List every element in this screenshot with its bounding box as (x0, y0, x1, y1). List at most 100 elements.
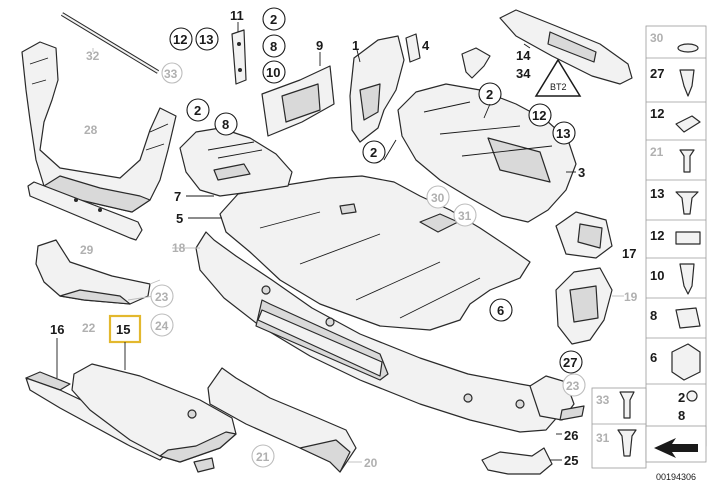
part-center-duct (349, 35, 405, 143)
part-small-bracket-4 (405, 33, 421, 63)
arrow-box (645, 425, 707, 463)
part-top-rail (499, 9, 633, 85)
callout-5: 5 (176, 211, 183, 226)
callout-21: 21 (256, 450, 270, 464)
callout-23-bubble (150, 284, 174, 308)
callout-6-bubble (489, 298, 513, 322)
legend-10: 10 (650, 268, 664, 283)
callout-7: 7 (174, 189, 181, 204)
callout-13b: 13 (556, 126, 570, 141)
callout-4: 4 (422, 38, 430, 53)
nut-icon (686, 390, 698, 402)
part-bracket-9 (261, 65, 335, 137)
part-underbody-shield (219, 175, 531, 331)
callout-14: 14 (516, 48, 531, 63)
callout-2a: 2 (194, 103, 201, 118)
spring-nut-icon (675, 307, 701, 329)
callout-9: 9 (316, 38, 323, 53)
direction-arrow-icon (654, 438, 698, 458)
callout-10a: 10 (266, 65, 280, 80)
part-clip (461, 47, 491, 79)
callout-2b: 2 (270, 12, 277, 27)
diagram-code: 00194306 (656, 472, 696, 482)
legend-12b: 12 (650, 228, 664, 243)
part-front-bumper-carrier (195, 231, 561, 433)
callout-29: 29 (80, 243, 94, 257)
nut-clip-icon (675, 115, 701, 133)
clip-icon (679, 69, 695, 97)
callout-18: 18 (172, 241, 186, 255)
callout-19: 19 (624, 290, 638, 304)
part-left-duct (21, 41, 177, 213)
callout-6: 6 (497, 303, 504, 318)
callout-20: 20 (364, 456, 378, 470)
legend-13: 13 (650, 186, 664, 201)
legend-2: 2 (678, 390, 685, 405)
fasteners-legend: 30 27 12 21 13 12 10 8 6 2 8 (645, 25, 707, 447)
legend-31: 31 (596, 431, 610, 445)
washer-icon (677, 43, 699, 53)
legend-8: 8 (650, 308, 657, 323)
callout-3: 3 (578, 165, 585, 180)
callout-8-bubble-a (214, 112, 238, 136)
callout-23: 23 (155, 290, 169, 304)
callout-30: 30 (431, 191, 445, 205)
callout-25: 25 (564, 453, 578, 468)
part-lower-panel-15 (71, 363, 237, 473)
callout-2c: 2 (370, 145, 377, 160)
pin-icon (619, 391, 635, 419)
callout-22: 22 (82, 321, 96, 335)
callout-12a: 12 (173, 32, 187, 47)
callout-23b-bubble (562, 373, 586, 397)
expansion-rivet-icon (679, 263, 695, 295)
callout-30-bubble (426, 185, 450, 209)
callout-2-bubble-c (362, 140, 386, 164)
callout-31-bubble (453, 203, 477, 227)
part-shield-7 (179, 127, 293, 197)
callout-13a: 13 (199, 32, 213, 47)
callout-1: 1 (352, 38, 359, 53)
legend-21: 21 (650, 145, 664, 159)
callout-27-bubble-a (559, 350, 583, 374)
callout-26: 26 (564, 428, 578, 443)
callout-24: 24 (155, 319, 169, 333)
screw-icon (679, 149, 695, 173)
legend-30: 30 (650, 31, 664, 45)
callout-27a: 27 (563, 355, 577, 370)
callout-8a: 8 (222, 117, 229, 132)
part-strip (27, 181, 143, 241)
callout-12b: 12 (532, 108, 546, 123)
callout-23b: 23 (566, 379, 580, 393)
legend-8c: 8 (678, 408, 685, 423)
legend-27: 27 (650, 66, 664, 81)
callout-21-bubble (251, 444, 275, 468)
speed-nut-icon (675, 231, 701, 245)
bottom-fastener-grid: 33 31 (591, 387, 647, 469)
callout-2-bubble-b (262, 7, 286, 31)
callout-17: 17 (622, 246, 636, 261)
callout-16: 16 (50, 322, 64, 337)
callout-24-bubble (150, 313, 174, 337)
callout-13-bubble-b (552, 121, 576, 145)
bolt-icon (675, 191, 699, 215)
callout-12-bubble-b (528, 103, 552, 127)
callout-12-bubble-a (169, 27, 193, 51)
callout-8-bubble-b (262, 34, 286, 58)
part-bracket-19 (555, 267, 613, 345)
bolt-washer-icon (617, 429, 637, 457)
legend-33: 33 (596, 393, 610, 407)
callout-8b: 8 (270, 39, 277, 54)
callout-2-bubble-a (186, 98, 210, 122)
callout-34: 34 (516, 66, 531, 81)
part-small-guide (35, 239, 151, 305)
warning-triangle-icon: BT2 (534, 58, 582, 97)
callout-10-bubble-a (262, 60, 286, 84)
part-bracket-11 (231, 29, 247, 85)
part-side-rail (207, 367, 357, 473)
callout-15: 15 (116, 322, 130, 337)
part-bracket-17 (555, 211, 613, 259)
callout-13-bubble-a (195, 27, 219, 51)
legend-6: 6 (650, 350, 657, 365)
warning-label: BT2 (550, 82, 567, 92)
